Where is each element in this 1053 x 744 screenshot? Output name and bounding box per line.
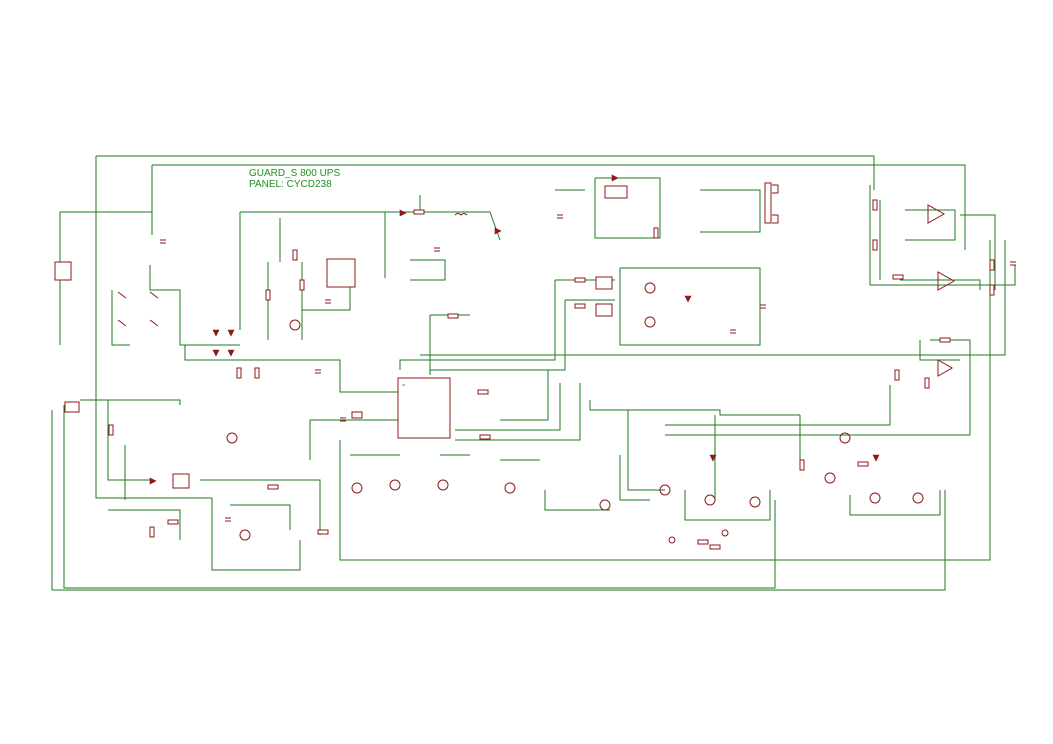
schematic-panel-id: PANEL: CYCD238 [249,179,332,190]
op-amp-right [937,359,954,377]
diodes [149,174,880,485]
op-amp-upper [927,204,946,224]
schematic-title: GUARD_S 800 UPS [249,168,341,179]
pwm-controller-ic [326,258,356,288]
bridge-rectifier [172,276,613,489]
output-connector [764,182,779,224]
svg-text:U1: U1 [402,383,406,387]
transistors [226,282,924,541]
capacitors [160,214,1016,522]
transformer-coil [454,213,468,216]
input-bridge [54,261,72,281]
resistors [108,199,995,550]
op-amp-lower [937,271,956,291]
ups-controller-ic: U1 [397,377,451,439]
regulator-ic [604,185,628,199]
relay-contacts [64,291,159,413]
wire-network [51,155,1016,591]
led-indicator [668,529,729,544]
crystal-oscillator [351,411,363,419]
